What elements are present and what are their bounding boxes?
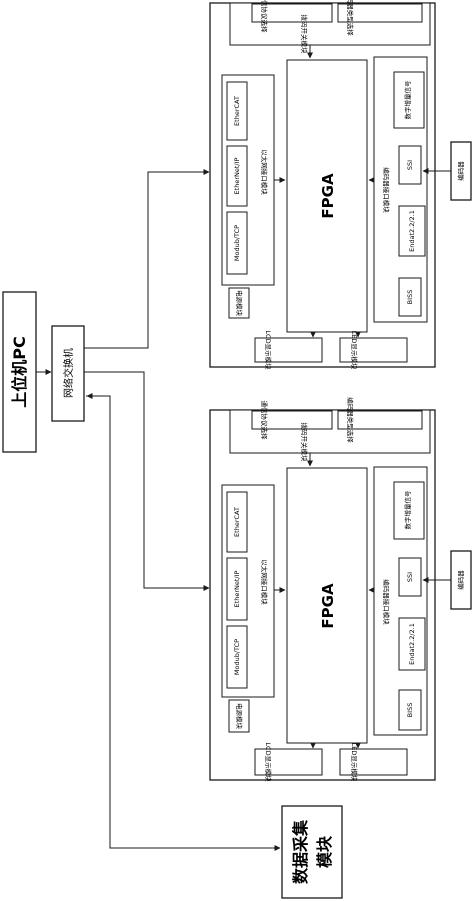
- lcd-label: LCD显示模块: [264, 330, 273, 370]
- pc-label: 上位机PC: [10, 336, 29, 407]
- daq-label-line2: 模块: [315, 835, 334, 868]
- led-label: LED显示模块: [350, 331, 359, 370]
- encoder-interface-label: 编码器接口模块: [382, 167, 391, 213]
- eth-interface-label-2: 以太网接口模块: [260, 559, 269, 605]
- digital-incremental-label: 数字增量信号: [403, 80, 412, 120]
- switch-label: 网络交换机: [62, 348, 75, 398]
- power-module-box: 电源模块: [228, 287, 250, 319]
- endat-label-2: Endat2.2/2.1: [408, 623, 416, 665]
- top-selector-panel-2: 通信协议选择 编码器类型选择 拨码开关模块: [229, 397, 431, 463]
- encoder-box-bottom: 编码器: [450, 550, 472, 610]
- controller-unit-top: 通信协议选择 编码器类型选择 拨码开关模块 EtherCAT EtherNet/…: [209, 0, 436, 370]
- pc-box: 上位机PC: [2, 291, 37, 453]
- switch-to-unit-top-link: [84, 169, 210, 349]
- ethernet-ip-label: EtherNet/IP: [233, 157, 241, 194]
- encoder-module-panel-2: 数字增量信号 SSI Endat2.2/2.1 BISS 编码器接口模块: [373, 466, 428, 736]
- biss-label: BISS: [406, 290, 414, 305]
- fpga-label: FPGA: [319, 173, 337, 219]
- controller-unit-bottom: 通信协议选择 编码器类型选择 拨码开关模块 EtherCAT EtherNet/…: [209, 397, 436, 782]
- encoder-label-top: 编码器: [456, 161, 465, 181]
- comm-select-label: 通信协议选择: [260, 0, 269, 33]
- ethernet-module-panel-2: EtherCAT EtherNet/IP Modub/TCP 以太网接口模块: [221, 484, 275, 698]
- encoder-module-panel: 数字增量信号 SSI Endat2.2/2.1 BISS 编码器接口模块: [373, 56, 428, 323]
- modbus-tcp-label-2: Modub/TCP: [233, 639, 241, 675]
- data-acquisition-box: 数据采集 模块: [281, 805, 343, 899]
- switch-to-unit-bottom-link: [84, 371, 210, 591]
- ssi-label: SSI: [406, 160, 414, 170]
- power-module-box-2: 电源模块: [228, 699, 250, 733]
- encoder-box-top: 编码器: [450, 141, 472, 201]
- led-label-2: LED显示模块: [350, 743, 359, 782]
- dip-switch-label-2: 拨码开关模块: [300, 423, 309, 463]
- encoder-type-select-label-2: 编码器类型选择: [346, 397, 355, 443]
- eth-interface-label: 以太网接口模块: [260, 149, 269, 195]
- daq-label-line1: 数据采集: [291, 819, 310, 884]
- top-selector-panel: 通信协议选择 编码器类型选择 拨码开关模块: [229, 0, 431, 55]
- ethercat-label-2: EtherCAT: [233, 507, 241, 537]
- endat-label: Endat2.2/2.1: [408, 210, 416, 252]
- lcd-label-2: LCD显示模块: [264, 742, 273, 782]
- digital-incremental-label-2: 数字增量信号: [403, 490, 412, 530]
- ssi-label-2: SSI: [406, 572, 414, 582]
- network-switch-box: 网络交换机: [51, 325, 85, 422]
- lcd-display-box: LCD显示模块: [254, 330, 323, 370]
- encoder-type-select-label: 编码器类型选择: [346, 0, 355, 36]
- biss-label-2: BISS: [406, 703, 414, 718]
- encoder-interface-label-2: 编码器接口模块: [382, 579, 391, 625]
- led-display-box-2: LED显示模块: [339, 743, 408, 782]
- lcd-display-box-2: LCD显示模块: [254, 742, 323, 782]
- encoder-label-bottom: 编码器: [456, 570, 465, 590]
- dip-switch-label: 拨码开关模块: [300, 15, 309, 55]
- fpga-box: FPGA: [286, 59, 368, 333]
- comm-select-label-2: 通信协议选择: [260, 401, 269, 441]
- power-label: 电源模块: [235, 290, 244, 317]
- ethernet-module-panel: EtherCAT EtherNet/IP Modub/TCP 以太网接口模块: [221, 74, 275, 286]
- power-label-2: 电源模块: [235, 703, 244, 730]
- modbus-tcp-label: Modub/TCP: [233, 225, 241, 261]
- ethernet-ip-label-2: EtherNet/IP: [233, 570, 241, 607]
- fpga-label-2: FPGA: [319, 583, 337, 629]
- fpga-box-2: FPGA: [286, 467, 368, 744]
- ethercat-label: EtherCAT: [233, 96, 241, 126]
- led-display-box: LED显示模块: [339, 331, 408, 370]
